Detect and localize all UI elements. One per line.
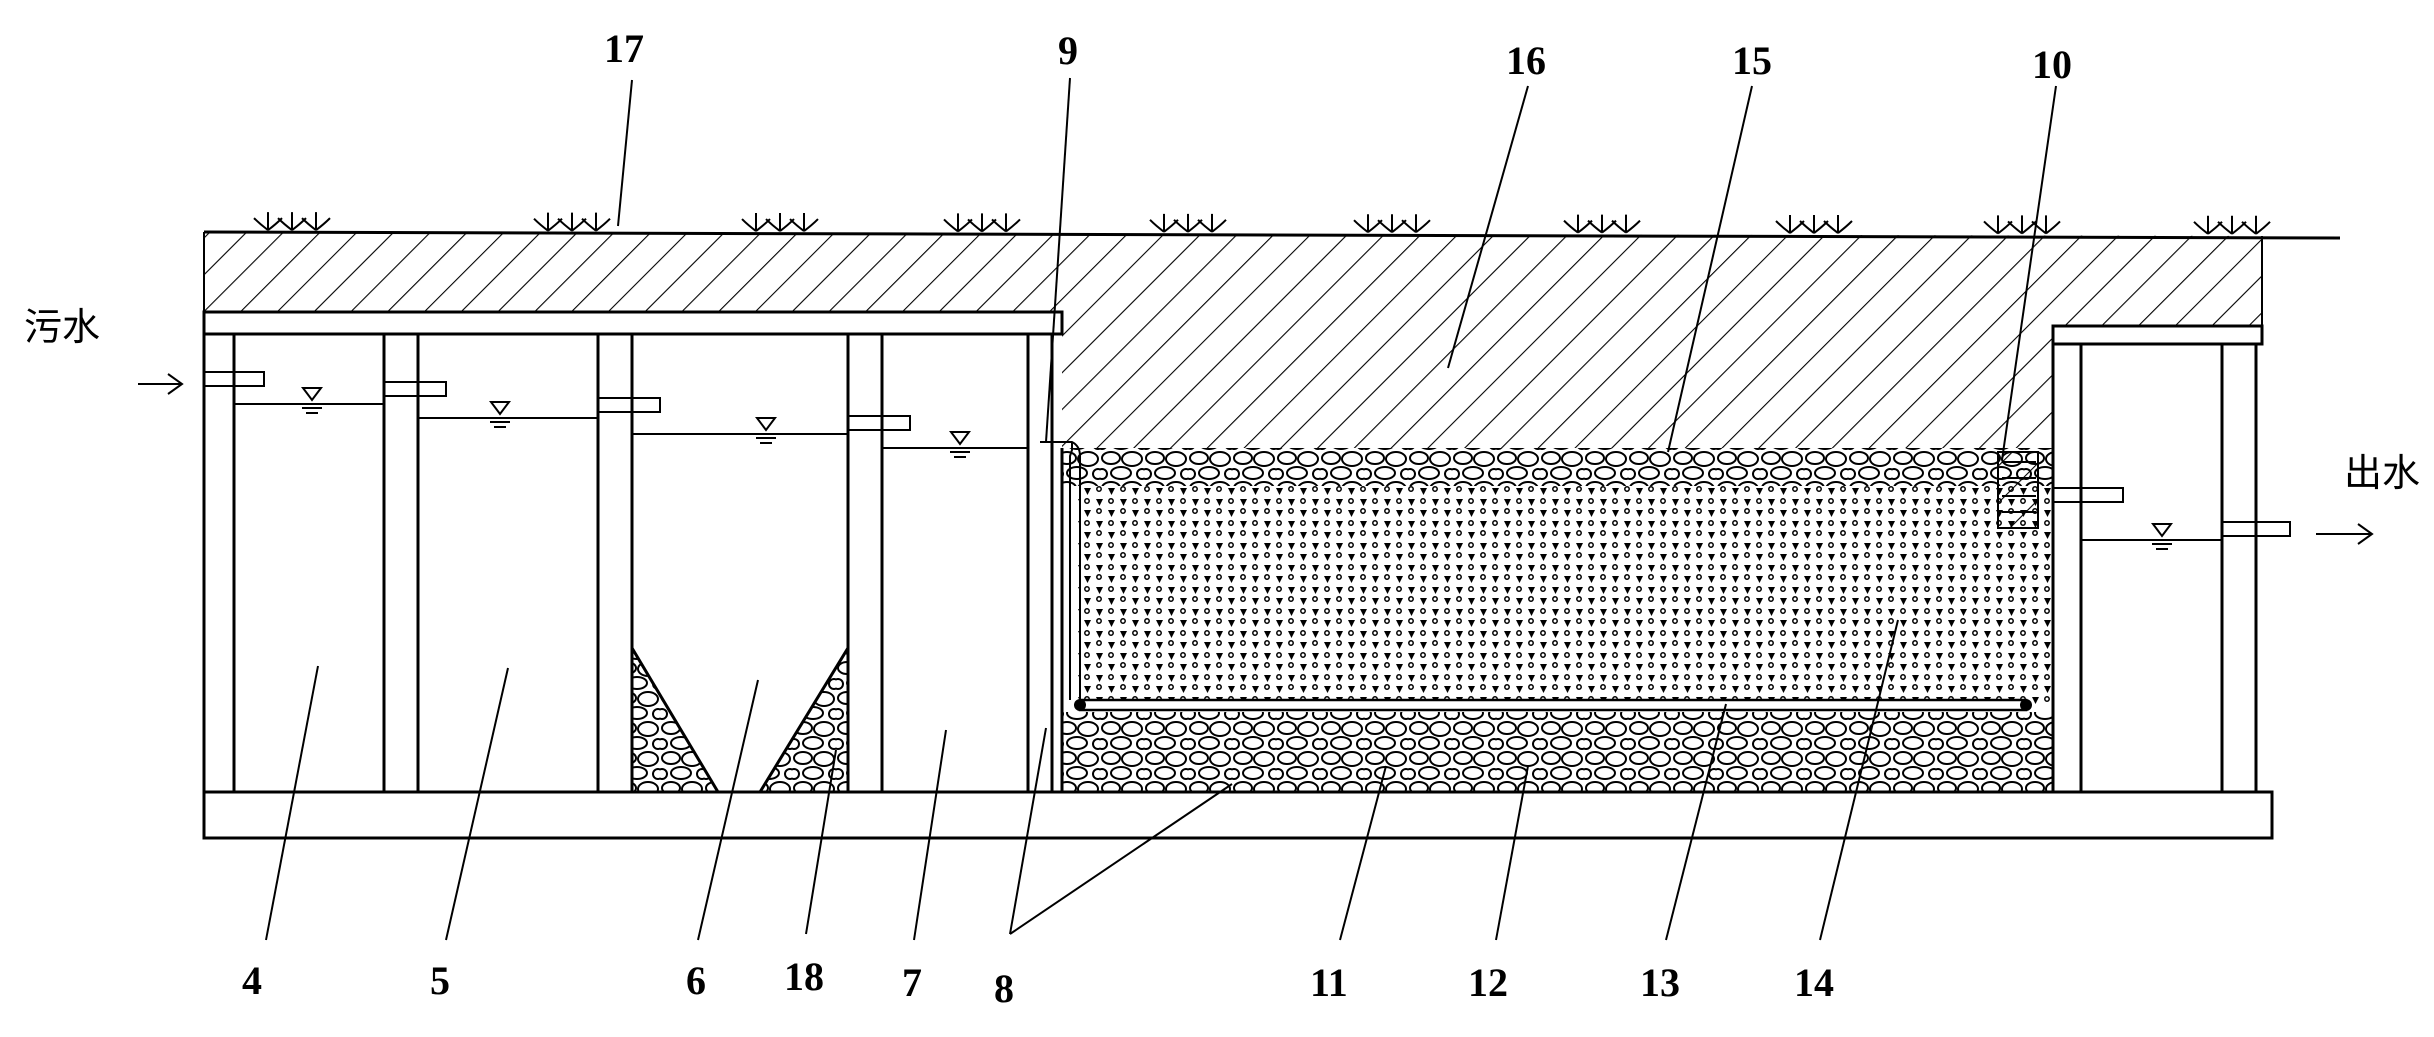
label-7: 7 (902, 960, 922, 1005)
inlet-pipe (203, 371, 265, 387)
gravel-cone-right (757, 642, 850, 794)
grass-tuft (1983, 215, 2013, 235)
label-5: 5 (430, 958, 450, 1003)
collector-10 (1997, 451, 2039, 529)
outlet-label: 出水 (2344, 451, 2420, 495)
label-16: 16 (1506, 38, 1546, 83)
label-6: 6 (686, 958, 706, 1003)
label-11: 11 (1310, 960, 1348, 1005)
ground-surface-line (203, 230, 2341, 240)
label-14: 14 (1794, 960, 1834, 1005)
pipe-end-left (1074, 699, 1086, 711)
grass-tuft (2241, 215, 2271, 235)
grass-tuft (741, 213, 771, 232)
grass-tuft (1173, 213, 1203, 233)
label-9: 9 (1058, 28, 1078, 73)
partition-4-5 (382, 332, 420, 794)
grass-tuft (1377, 214, 1407, 234)
transfer-pipe-6-7 (847, 415, 911, 431)
water-level-icon (489, 401, 511, 416)
label-8: 8 (994, 966, 1014, 1011)
pipe-end-right (2020, 699, 2032, 711)
arrow-right-icon (2316, 523, 2374, 545)
grass-tuft (2007, 215, 2037, 235)
gravel-cone-left (630, 642, 721, 794)
label-12: 12 (1468, 960, 1508, 1005)
outlet-tank-right-wall (2220, 342, 2258, 794)
leader-lines (265, 77, 2057, 941)
label-15: 15 (1732, 38, 1772, 83)
grass-tuft (557, 212, 587, 232)
grass-icon (253, 212, 2271, 235)
grass-tuft (1401, 214, 1431, 234)
grass-tuft (277, 212, 307, 231)
label-17: 17 (604, 26, 644, 71)
soil-cover-layer (204, 232, 2262, 448)
grass-tuft (2217, 215, 2247, 235)
grass-tuft (1353, 214, 1383, 234)
arrow-right-icon (138, 373, 184, 395)
outlet-tank-left-wall (2051, 342, 2083, 794)
grass-tuft (1775, 215, 1805, 234)
water-level-icon (301, 387, 323, 402)
grass-tuft (1197, 213, 1227, 233)
transfer-pipe-4-5 (383, 381, 447, 397)
label-13: 13 (1640, 960, 1680, 1005)
coarse-gravel-top-15 (1062, 448, 2053, 486)
grass-tuft (789, 213, 819, 232)
water-level-icon (755, 417, 777, 432)
grass-tuft (967, 213, 997, 233)
grass-tuft (301, 212, 331, 231)
water-level-icon (2151, 523, 2173, 538)
water-level-icon (301, 387, 2173, 550)
wetland-outlet-pipe (2052, 487, 2124, 503)
fine-media-14 (1078, 486, 2053, 704)
base-slab (202, 790, 2274, 840)
distribution-pipe-13 (1078, 698, 2028, 712)
tank-top-slab (202, 310, 1064, 336)
grass-tuft (2031, 215, 2061, 235)
grass-tuft (943, 213, 973, 233)
label-4: 4 (242, 958, 262, 1003)
grass-tuft (1611, 214, 1641, 234)
grass-tuft (991, 213, 1021, 233)
transfer-pipe-5-6 (597, 397, 661, 413)
coarse-gravel-bottom-12 (1062, 712, 2053, 792)
water-level-icon (949, 431, 971, 446)
final-outlet-pipe (2221, 521, 2291, 537)
label-10: 10 (2032, 42, 2072, 87)
grass-tuft (1823, 215, 1853, 234)
grass-tuft (533, 212, 563, 232)
tank-wall-left (202, 332, 236, 794)
grass-tuft (765, 213, 795, 232)
grass-tuft (1149, 213, 1179, 233)
inlet-label: 污水 (24, 305, 100, 349)
grass-tuft (1563, 214, 1593, 234)
grass-tuft (1587, 214, 1617, 234)
partition-5-6 (596, 332, 634, 794)
label-18: 18 (784, 954, 824, 999)
down-pipe-9 (1040, 441, 1081, 700)
grass-tuft (1799, 215, 1829, 234)
outlet-tank-top (2051, 324, 2264, 346)
grass-tuft (253, 212, 283, 231)
partition-6-7 (846, 332, 884, 794)
grass-tuft (581, 212, 611, 232)
grass-tuft (2193, 215, 2223, 235)
